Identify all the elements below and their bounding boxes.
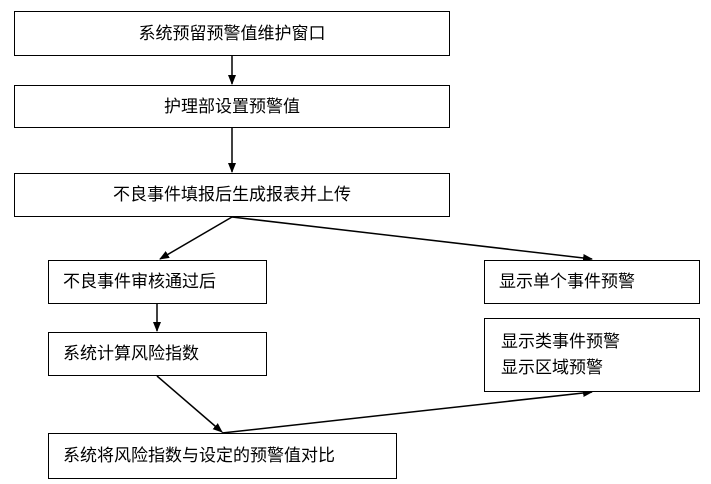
node-compare-threshold: 系统将风险指数与设定的预警值对比 xyxy=(48,433,397,479)
edge-compare-to-category-warning xyxy=(221,389,593,434)
node-calc-risk-index-label: 系统计算风险指数 xyxy=(63,344,199,364)
edge-calc-to-compare xyxy=(156,375,223,433)
node-single-event-warning: 显示单个事件预警 xyxy=(484,260,700,304)
edge-report-to-single-warning xyxy=(231,216,593,262)
node-review-passed: 不良事件审核通过后 xyxy=(48,260,267,304)
node-report-upload: 不良事件填报后生成报表并上传 xyxy=(14,173,450,217)
node-single-event-warning-label: 显示单个事件预警 xyxy=(499,272,635,292)
node-maintain-window: 系统预留预警值维护窗口 xyxy=(14,11,450,56)
edge-report-to-review xyxy=(159,216,233,260)
node-maintain-window-label: 系统预留预警值维护窗口 xyxy=(138,23,326,44)
node-calc-risk-index: 系统计算风险指数 xyxy=(48,332,267,376)
node-report-upload-label: 不良事件填报后生成报表并上传 xyxy=(113,185,351,205)
node-compare-threshold-label: 系统将风险指数与设定的预警值对比 xyxy=(63,446,335,466)
node-nursing-dept-set-label: 护理部设置预警值 xyxy=(164,96,300,117)
node-review-passed-label: 不良事件审核通过后 xyxy=(63,272,216,292)
node-region-warning-label: 显示区域预警 xyxy=(501,358,603,378)
node-category-region-warning: 显示类事件预警 显示区域预警 xyxy=(484,318,700,392)
node-category-warning-label: 显示类事件预警 xyxy=(501,332,620,352)
node-nursing-dept-set: 护理部设置预警值 xyxy=(14,85,450,128)
